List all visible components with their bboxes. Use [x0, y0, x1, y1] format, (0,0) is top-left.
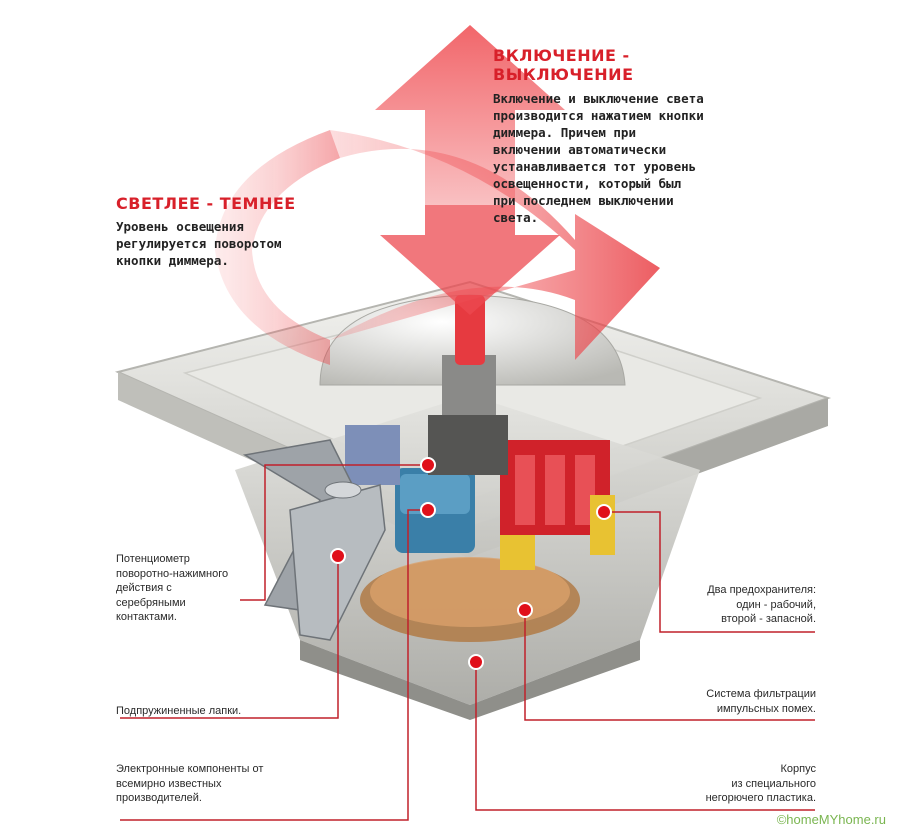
- leader-electronics: [120, 509, 428, 821]
- push-arrow: [375, 25, 565, 315]
- marker-housing: [468, 654, 484, 670]
- callout-electronics: Электронные компоненты от всемирно извес…: [116, 763, 264, 804]
- callout-fuses: Два предохранителя: один - рабочий, втор…: [707, 584, 816, 625]
- leader-filter: [524, 610, 815, 721]
- on-off-title-line-1: ВКЛЮЧЕНИЕ -: [493, 46, 630, 65]
- brightness-description: Уровень освещения регулируется поворотом…: [116, 219, 282, 268]
- leader-fuses: [604, 511, 815, 633]
- callout-housing: Корпус из специального негорючего пласти…: [705, 763, 816, 804]
- on-off-title: ВКЛЮЧЕНИЕ - ВЫКЛЮЧЕНИЕ: [493, 46, 634, 84]
- site-watermark: ©homeMYhome.ru: [776, 812, 886, 827]
- leader-spring-tabs: [120, 556, 339, 719]
- dimmer-internals: [345, 295, 615, 570]
- marker-spring-tabs: [330, 548, 346, 564]
- callout-potentiometer: Потенциометр поворотно-нажимного действи…: [116, 553, 229, 623]
- callout-filter: Система фильтрации импульсных помех.: [706, 688, 816, 715]
- marker-filter: [517, 602, 533, 618]
- on-off-title-line-2: ВЫКЛЮЧЕНИЕ: [493, 65, 634, 84]
- callout-markers: [330, 457, 612, 670]
- leader-potentiometer: [240, 464, 428, 601]
- marker-electronics: [420, 502, 436, 518]
- marker-fuses: [596, 504, 612, 520]
- rotate-arrow: [215, 130, 660, 365]
- marker-potentiometer: [420, 457, 436, 473]
- callout-spring-tabs: Подпружиненные лапки.: [116, 705, 242, 717]
- callout-leaders: [120, 464, 815, 821]
- leader-housing: [475, 662, 815, 811]
- on-off-description: Включение и выключение света производитс…: [493, 91, 704, 225]
- brightness-title: СВЕТЛЕЕ - ТЕМНЕЕ: [116, 194, 296, 213]
